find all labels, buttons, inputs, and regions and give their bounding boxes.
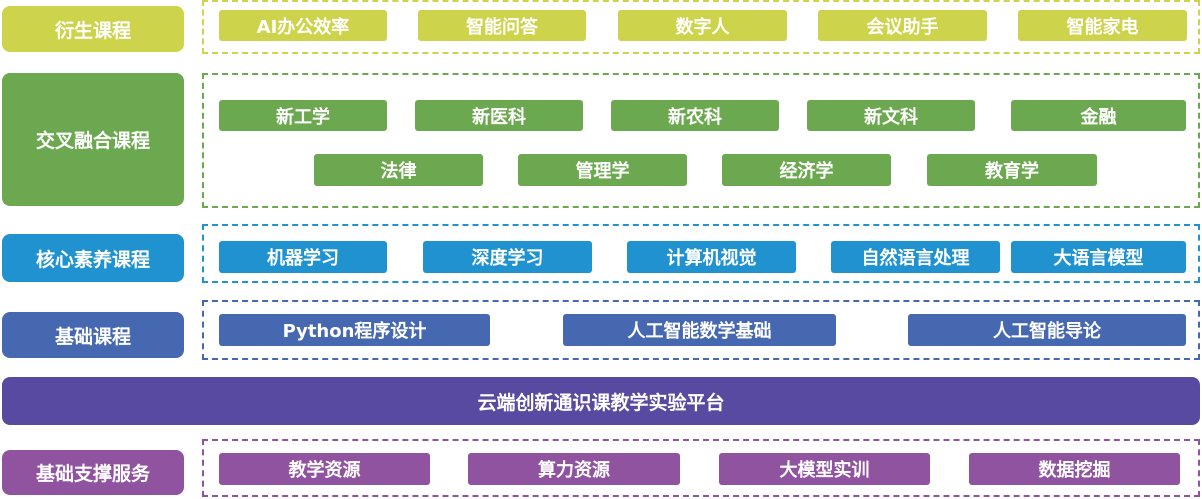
course-item: 法律 bbox=[314, 154, 483, 186]
platform-banner: 云端创新通识课教学实验平台 bbox=[2, 377, 1200, 425]
course-item: 深度学习 bbox=[423, 241, 592, 273]
layer-group-support bbox=[202, 439, 1200, 497]
course-item: 大语言模型 bbox=[1011, 241, 1186, 273]
course-item: 数据挖掘 bbox=[969, 453, 1180, 485]
layer-group-core bbox=[202, 224, 1200, 283]
course-item: 经济学 bbox=[722, 154, 891, 186]
layer-label-basic: 基础课程 bbox=[2, 312, 184, 358]
course-item: 新工学 bbox=[219, 100, 387, 131]
course-item: 智能问答 bbox=[418, 10, 586, 41]
course-item: 人工智能数学基础 bbox=[563, 314, 836, 346]
course-item: 新医科 bbox=[415, 100, 583, 131]
course-item: 机器学习 bbox=[219, 241, 387, 273]
layer-group-derived bbox=[202, 0, 1200, 54]
course-item: AI办公效率 bbox=[219, 10, 387, 41]
course-item: 教育学 bbox=[927, 154, 1097, 186]
course-item: 自然语言处理 bbox=[831, 241, 1000, 273]
layer-label-derived: 衍生课程 bbox=[2, 6, 184, 52]
course-item: Python程序设计 bbox=[219, 314, 490, 346]
course-item: 会议助手 bbox=[818, 10, 987, 41]
course-item: 金融 bbox=[1011, 100, 1186, 131]
layer-group-basic bbox=[202, 300, 1200, 360]
course-item: 数字人 bbox=[618, 10, 787, 41]
layer-label-cross: 交叉融合课程 bbox=[2, 73, 184, 206]
course-item: 智能家电 bbox=[1018, 10, 1187, 41]
layer-label-core: 核心素养课程 bbox=[2, 234, 184, 282]
course-item: 大模型实训 bbox=[719, 453, 930, 485]
course-item: 人工智能导论 bbox=[908, 314, 1186, 346]
course-item: 算力资源 bbox=[468, 453, 680, 485]
course-item: 新文科 bbox=[807, 100, 975, 131]
course-item: 计算机视觉 bbox=[627, 241, 796, 273]
course-item: 教学资源 bbox=[219, 453, 430, 485]
course-item: 新农科 bbox=[611, 100, 779, 131]
layer-label-support: 基础支撑服务 bbox=[2, 450, 184, 495]
layer-group-cross bbox=[202, 73, 1200, 208]
course-item: 管理学 bbox=[518, 154, 687, 186]
